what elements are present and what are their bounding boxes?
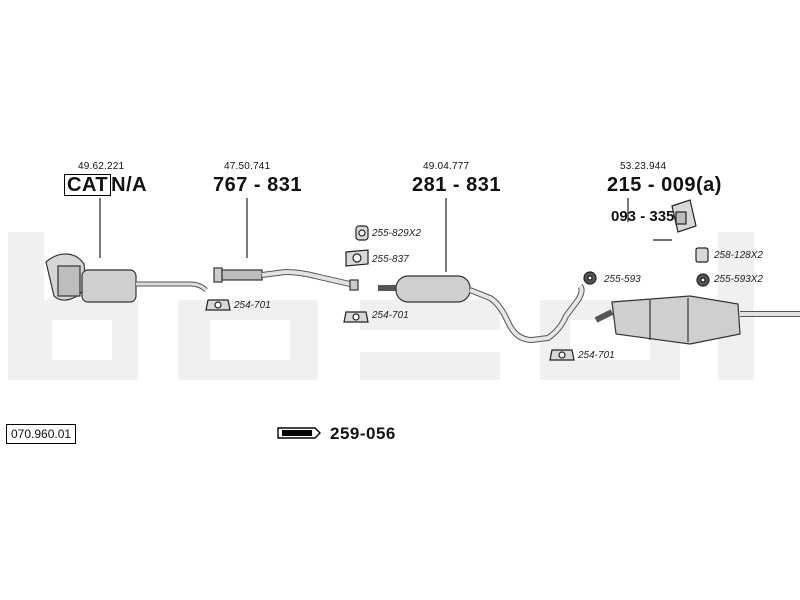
middle-part-number: 281 - 831 bbox=[412, 174, 502, 196]
cat-label: CAT bbox=[64, 174, 112, 196]
rubber-mount-icon bbox=[583, 271, 597, 285]
accessory-label: 255-593X2 bbox=[714, 274, 763, 285]
bracket-icon bbox=[695, 247, 709, 263]
rear-ref-number: 53.23.944 bbox=[620, 161, 667, 172]
front-part-number: 767 - 831 bbox=[213, 174, 303, 196]
accessory-label: 254-701 bbox=[234, 300, 271, 311]
front-ref-number: 47.50.741 bbox=[224, 161, 271, 172]
accessory-label: 258-128X2 bbox=[714, 250, 763, 261]
rear-silencer-drawing bbox=[594, 295, 800, 345]
catalytic-converter-drawing bbox=[45, 253, 208, 303]
accessory-label: 255-829X2 bbox=[372, 228, 421, 239]
gasket-icon bbox=[355, 225, 369, 241]
rear-part-number: 215 - 009(a) bbox=[607, 174, 722, 196]
clamp-icon bbox=[343, 311, 369, 323]
accessory-label: 254-701 bbox=[578, 350, 615, 361]
cat-ref-number: 49.62.221 bbox=[78, 161, 125, 172]
bosal-logo-icon bbox=[277, 427, 321, 439]
middle-ref-number: 49.04.777 bbox=[423, 161, 470, 172]
middle-silencer-drawing bbox=[378, 275, 585, 344]
mounting-bracket-icon bbox=[671, 199, 697, 233]
clamp-icon bbox=[205, 299, 231, 311]
rubber-mount-icon bbox=[696, 273, 710, 287]
flange-gasket-icon bbox=[345, 249, 369, 267]
accessory-label: 254-701 bbox=[372, 310, 409, 321]
diagram-code: 070.960.01 bbox=[6, 424, 77, 444]
accessory-label: 255-593 bbox=[604, 274, 641, 285]
clamp-icon bbox=[549, 349, 575, 361]
kit-part-number: 259-056 bbox=[330, 424, 396, 443]
front-pipe-drawing bbox=[213, 267, 359, 291]
accessory-label: 255-837 bbox=[372, 254, 409, 265]
cat-part-number: N/A bbox=[111, 174, 148, 196]
rear-extra-part-number: 093 - 335 bbox=[611, 208, 675, 225]
